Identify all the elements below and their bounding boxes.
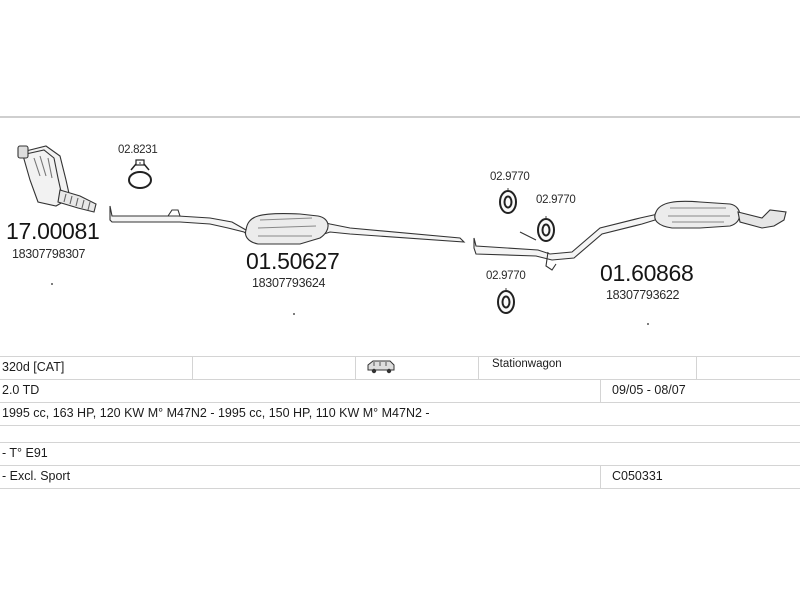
top-divider	[0, 116, 800, 118]
rubber-mount-number-2: 02.9770	[536, 194, 576, 206]
rear-silencer-oe-number: 18307793622	[606, 288, 680, 302]
rubber-mount-number-1: 02.9770	[490, 171, 530, 183]
catalyst-number: 17.00081	[6, 218, 100, 244]
middle-silencer-oe-number: 18307793624	[252, 276, 326, 290]
catalyst-oe-number: 18307798307	[12, 247, 86, 261]
rear-silencer-number: 01.60868	[600, 260, 694, 286]
station-wagon-icon	[366, 359, 396, 378]
exhaust-diagram: 02.8231 17.00081 18307798307 01.50627 18…	[0, 118, 800, 358]
type-cell: - T° E91	[2, 446, 48, 460]
table-row: - T° E91	[0, 442, 800, 465]
rubber-mount-part-1[interactable]	[499, 190, 517, 214]
rubber-mount-part-2[interactable]	[537, 218, 555, 242]
code-cell: C050331	[612, 469, 663, 483]
middle-silencer-number: 01.50627	[246, 248, 340, 274]
middle-silencer-part[interactable]	[109, 205, 466, 245]
rubber-mount-part-3[interactable]	[497, 290, 515, 314]
clamp-part[interactable]	[128, 159, 152, 189]
years-cell: 09/05 - 08/07	[612, 383, 686, 397]
body-type-cell: Stationwagon	[492, 358, 562, 370]
catalytic-converter-part[interactable]	[17, 145, 97, 213]
specs-cell: 1995 cc, 163 HP, 120 KW M° M47N2 - 1995 …	[2, 406, 430, 420]
table-row: - Excl. Sport C050331	[0, 465, 800, 489]
table-row: 1995 cc, 163 HP, 120 KW M° M47N2 - 1995 …	[0, 402, 800, 425]
rubber-mount-number-3: 02.9770	[486, 270, 526, 282]
rear-silencer-part[interactable]	[473, 200, 787, 271]
table-row	[0, 425, 800, 442]
engine-cell: 2.0 TD	[2, 383, 40, 397]
clamp-number: 02.8231	[118, 144, 158, 156]
model-cell: 320d [CAT]	[2, 360, 65, 374]
table-row: 320d [CAT] Stationwagon	[0, 356, 800, 379]
table-row: 2.0 TD 09/05 - 08/07	[0, 379, 800, 402]
note-cell: - Excl. Sport	[2, 469, 71, 483]
vehicle-info-table: 320d [CAT] Stationwagon 2.0 TD 09/05 - 0…	[0, 356, 800, 489]
